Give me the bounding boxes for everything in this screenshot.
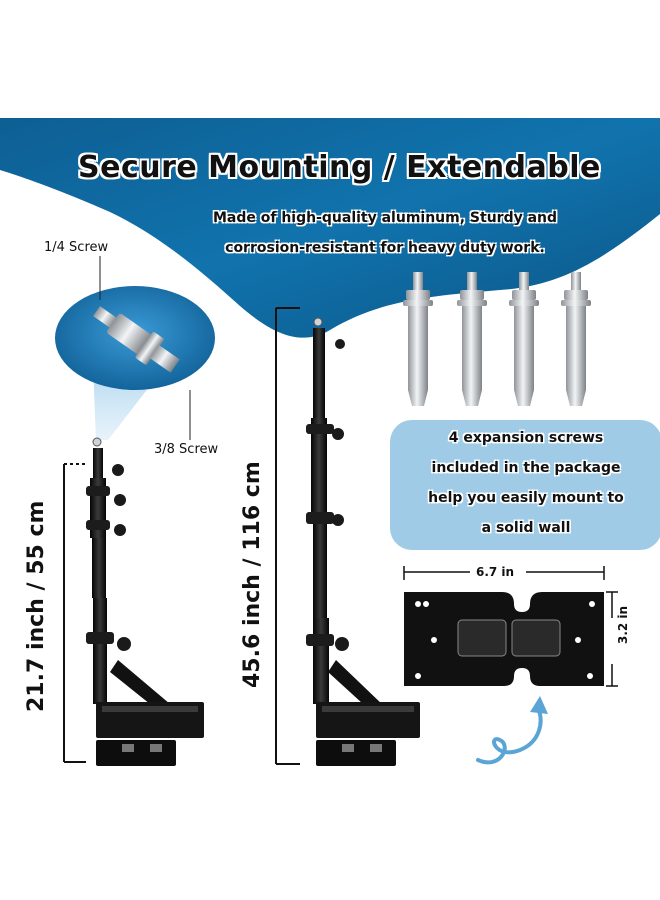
callout-line-4: a solid wall <box>481 520 571 536</box>
expansion-screw <box>403 272 433 406</box>
short-mount-pole <box>63 437 204 766</box>
callout-line-3: help you easily mount to <box>428 490 624 506</box>
expansion-screws <box>403 272 591 406</box>
expansion-screw <box>509 272 539 406</box>
screw-connector-bubble <box>55 286 215 390</box>
expansion-screw <box>561 272 591 406</box>
subtitle-line-2: corrosion-resistant for heavy duty work. <box>225 240 545 256</box>
curly-arrow-head-icon <box>530 696 548 714</box>
plate-height-label: 3.2 in <box>616 605 630 644</box>
screw-connector-icon <box>93 306 180 373</box>
main-title: Secure Mounting / Extendable <box>78 150 601 185</box>
callout-line-2: included in the package <box>431 460 621 476</box>
curly-arrow-icon <box>476 706 543 765</box>
tall-mount-pole <box>275 307 420 766</box>
short-height-label: 21.7 inch / 55 cm <box>24 500 49 712</box>
screw-label-bottom: 3/8 Screw <box>154 442 219 457</box>
subtitle-line-1: Made of high-quality aluminum, Sturdy an… <box>212 210 558 226</box>
plate-width-label: 6.7 in <box>476 565 515 579</box>
screw-label-top: 1/4 Screw <box>44 240 109 255</box>
mounting-plate <box>403 566 618 687</box>
callout-box <box>390 420 660 550</box>
banner <box>0 118 660 338</box>
expansion-screw <box>457 272 487 406</box>
tall-height-label: 45.6 inch / 116 cm <box>240 461 265 688</box>
callout-line-1: 4 expansion screws <box>448 430 604 446</box>
